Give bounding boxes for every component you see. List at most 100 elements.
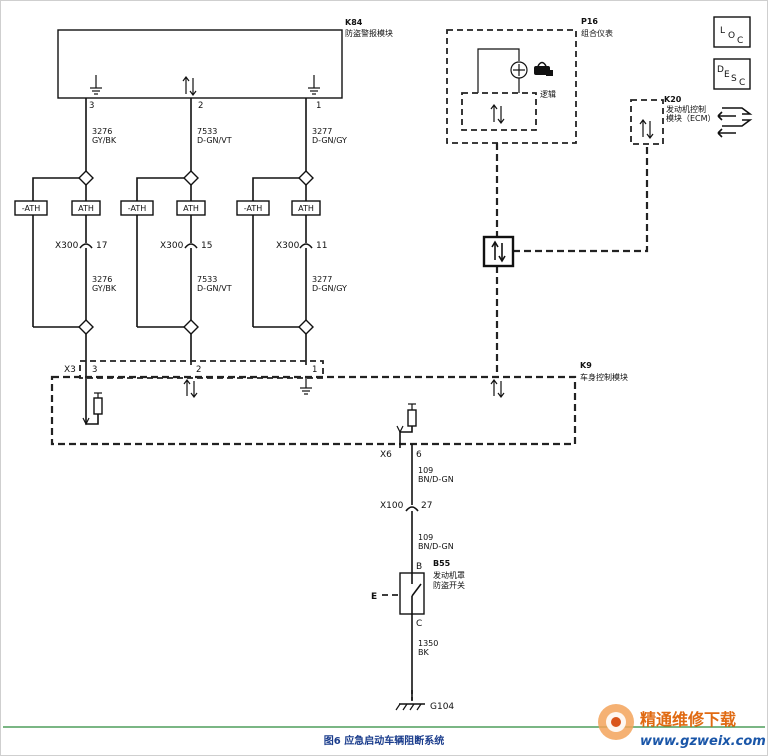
bidirectional-data-icon <box>490 104 505 124</box>
svg-text:D: D <box>717 65 724 75</box>
serial-data-splice-icon <box>482 235 515 268</box>
b55-name: 发动机罩 <box>433 570 465 580</box>
watermark: 精通维修下载 www.gzweix.com <box>598 704 766 749</box>
b55-pin-bottom: C <box>416 619 422 629</box>
bidirectional-data-icon <box>490 379 505 398</box>
x100-ref: X100 <box>380 501 404 511</box>
ground-icon <box>300 378 312 395</box>
security-car-lock-icon <box>534 61 553 76</box>
serial-data-bus <box>482 143 649 377</box>
x300-pin: 11 <box>316 241 327 251</box>
x300-ref: X300 <box>160 241 184 251</box>
p16-logic-box <box>461 92 537 131</box>
bidirectional-data-icon <box>639 119 654 139</box>
b55-hood-switch: B B55 发动机罩 防盗开关 E C <box>371 559 465 629</box>
upper-wires <box>85 98 307 173</box>
bidirectional-data-icon <box>182 76 197 96</box>
wire-color: BN/D-GN <box>418 475 454 484</box>
k9-module: K9 车身控制模块 <box>50 361 628 448</box>
x6-ref: X6 <box>380 450 392 460</box>
wire-circuit: 3276 <box>92 275 112 284</box>
wire-circuit: 7533 <box>197 275 217 284</box>
wire-color: D-GN/GY <box>312 284 347 293</box>
k20-name: 发动机控制 <box>666 104 706 114</box>
ath-pos-label: ATH <box>298 204 314 213</box>
desc-icon: D E S C <box>713 58 751 90</box>
b55-ref: B55 <box>433 559 451 568</box>
k20-box <box>630 99 664 145</box>
x100-pin: 27 <box>421 501 432 511</box>
svg-text:L: L <box>720 26 725 36</box>
wire-circuit: 3277 <box>312 275 332 284</box>
k9-ref: K9 <box>580 361 592 370</box>
engine-arrows-icon <box>717 107 753 138</box>
x300-pin: 15 <box>201 241 212 251</box>
wire-circuit: 3277 <box>312 127 332 136</box>
indicator-lamp-icon <box>510 61 528 93</box>
gear-logo-icon <box>598 704 634 740</box>
b55-e-mark: E <box>371 592 377 602</box>
k84-pin: 3 <box>89 101 94 111</box>
pullup-resistor-icon <box>396 403 417 448</box>
wire-color: GY/BK <box>92 284 117 293</box>
k20-name: 模块（ECM） <box>666 113 716 123</box>
k84-name: 防盗警报模块 <box>345 28 393 38</box>
ath-option-middle: -ATH ATH <box>120 170 206 335</box>
x6-pin: 6 <box>416 450 422 460</box>
wire-color: D-GN/VT <box>197 284 232 293</box>
wire-color: D-GN/VT <box>197 136 232 145</box>
x300-ref: X300 <box>55 241 79 251</box>
p16-module: P16 组合仪表 逻辑 <box>446 17 613 144</box>
ground-icon <box>395 690 425 711</box>
svg-text:C: C <box>737 36 743 46</box>
ath-neg-label: -ATH <box>128 204 146 213</box>
wire-color: D-GN/GY <box>312 136 347 145</box>
pullup-resistor-icon <box>82 392 103 426</box>
x300-ref: X300 <box>276 241 300 251</box>
k84-module: K84 防盗警报模块 3 2 1 <box>57 18 393 111</box>
ath-option-left: -ATH ATH <box>14 170 101 335</box>
wire-color: BN/D-GN <box>418 542 454 551</box>
figure-caption: 图6 应急启动车辆阻断系统 <box>324 734 444 747</box>
p16-name: 组合仪表 <box>581 28 613 38</box>
wire-color: GY/BK <box>92 136 117 145</box>
k20-ref: K20 <box>664 95 682 104</box>
k84-ref: K84 <box>345 18 363 27</box>
p16-ref: P16 <box>581 17 598 26</box>
k84-pin: 2 <box>198 101 203 111</box>
svg-text:S: S <box>731 74 737 84</box>
k9-name: 车身控制模块 <box>580 372 628 382</box>
k9-pin: 2 <box>196 365 201 375</box>
p16-box <box>446 29 577 144</box>
k9-pin: 3 <box>92 365 97 375</box>
k84-box <box>57 29 343 99</box>
b55-pin-top: B <box>416 562 422 572</box>
k20-module: K20 发动机控制 模块（ECM） <box>630 95 753 145</box>
ath-option-right: -ATH ATH <box>236 170 321 335</box>
svg-text:O: O <box>728 31 735 41</box>
switch-contact-icon <box>411 583 422 597</box>
wire-circuit: 109 <box>418 466 433 475</box>
wire-circuit: 3276 <box>92 127 112 136</box>
x3-ref: X3 <box>64 365 76 375</box>
ground-icon <box>308 75 320 95</box>
svg-text:E: E <box>724 70 730 80</box>
ath-pos-label: ATH <box>183 204 199 213</box>
ath-neg-label: -ATH <box>22 204 40 213</box>
svg-text:C: C <box>739 78 745 88</box>
wire-circuit: 1350 <box>418 639 438 648</box>
wire-circuit: 7533 <box>197 127 217 136</box>
ath-pos-label: ATH <box>78 204 94 213</box>
ath-neg-label: -ATH <box>244 204 262 213</box>
k9-pin: 1 <box>312 365 317 375</box>
ground-ref: G104 <box>430 702 454 712</box>
k9-box <box>50 375 577 446</box>
watermark-url: www.gzweix.com <box>640 734 766 749</box>
wire-circuit: 109 <box>418 533 433 542</box>
k84-pin: 1 <box>316 101 321 111</box>
b55-name: 防盗开关 <box>433 580 465 590</box>
wire-color: BK <box>418 648 429 657</box>
x300-pin: 17 <box>96 241 107 251</box>
loc-icon: L O C <box>713 16 751 48</box>
